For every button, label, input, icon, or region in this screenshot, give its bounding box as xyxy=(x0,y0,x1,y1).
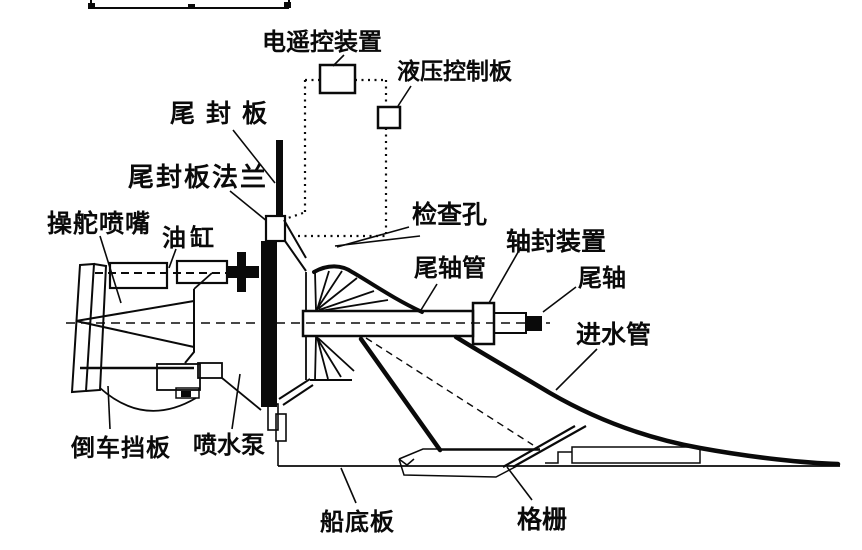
label-remote-control: 电遥控装置 xyxy=(262,28,382,56)
tail-seal-plate-leader xyxy=(232,129,276,184)
duct-lower-edge xyxy=(358,336,443,453)
grille-leader xyxy=(506,466,533,501)
steering-nozzle-assembly xyxy=(70,252,262,412)
tail-seal-flange-box xyxy=(264,214,287,243)
label-leader-lines xyxy=(99,129,598,504)
control-wiring-dotted xyxy=(287,78,388,238)
intake-box xyxy=(571,446,701,464)
label-hydraulic-panel: 液压控制板 xyxy=(397,58,513,85)
grille-bars xyxy=(502,425,587,468)
tail-seal-plate-assembly xyxy=(261,140,307,466)
label-steering-nozzle: 操舵喷嘴 xyxy=(47,209,151,238)
jet-pump-leader xyxy=(231,373,241,430)
hydraulic-panel-leader xyxy=(397,85,412,107)
hull-and-grille xyxy=(278,425,840,478)
reverse-baffle-leader xyxy=(107,385,111,430)
tail-seal-plate-upper xyxy=(276,140,283,218)
grille-frame xyxy=(398,448,540,478)
top-cropped-box-fragment xyxy=(88,0,291,9)
remote-control-leader xyxy=(332,54,345,67)
label-tail-seal-flange: 尾封板法兰 xyxy=(128,163,268,193)
stern-tube-leader xyxy=(420,283,438,311)
inlet-pipe-leader xyxy=(555,348,598,391)
duct-hidden-dashed xyxy=(365,337,534,446)
remote-control-box xyxy=(318,63,357,95)
oil-cylinder-leader xyxy=(168,248,177,269)
inspection-hole-leader-2 xyxy=(334,235,421,247)
label-tail-shaft: 尾轴 xyxy=(578,264,626,292)
inlet-duct xyxy=(358,334,841,467)
tail-seal-flange-leader xyxy=(229,190,269,223)
label-shaft-seal: 轴封装置 xyxy=(506,227,606,256)
tail-seal-plate-main xyxy=(261,241,277,407)
bottom-plate-leader xyxy=(340,467,357,504)
label-tail-seal-plate: 尾封板 xyxy=(170,99,278,128)
steering-cylinder xyxy=(108,261,169,290)
label-stern-tube: 尾轴管 xyxy=(414,254,486,282)
tail-shaft-end xyxy=(526,316,542,331)
tail-shaft-leader xyxy=(542,286,577,313)
stern-tube-assembly xyxy=(301,301,542,346)
upper-stator-vanes xyxy=(305,270,389,312)
shaft-seal-leader xyxy=(488,246,522,304)
callout-labels: 电遥控装置 液压控制板 尾封板 尾封板法兰 操舵喷嘴 油缸 检查孔 尾轴管 轴封… xyxy=(47,28,651,536)
label-inlet-pipe: 进水管 xyxy=(576,320,651,349)
jet-pump-casing xyxy=(278,264,424,406)
nozzle-cone xyxy=(75,300,195,348)
duct-upper-curve xyxy=(312,264,424,314)
inlet-curve xyxy=(453,334,841,467)
label-grille: 格栅 xyxy=(517,505,567,534)
hydraulic-panel-box xyxy=(376,105,402,130)
label-reverse-baffle: 倒车挡板 xyxy=(70,434,171,462)
label-bottom-plate: 船底板 xyxy=(320,508,395,536)
label-inspection-hole: 检查孔 xyxy=(412,200,487,229)
reverse-bucket-arc xyxy=(99,387,197,412)
label-jet-pump: 喷水泵 xyxy=(193,431,265,459)
label-oil-cylinder: 油缸 xyxy=(162,224,218,252)
lower-stator-vanes xyxy=(305,336,355,381)
